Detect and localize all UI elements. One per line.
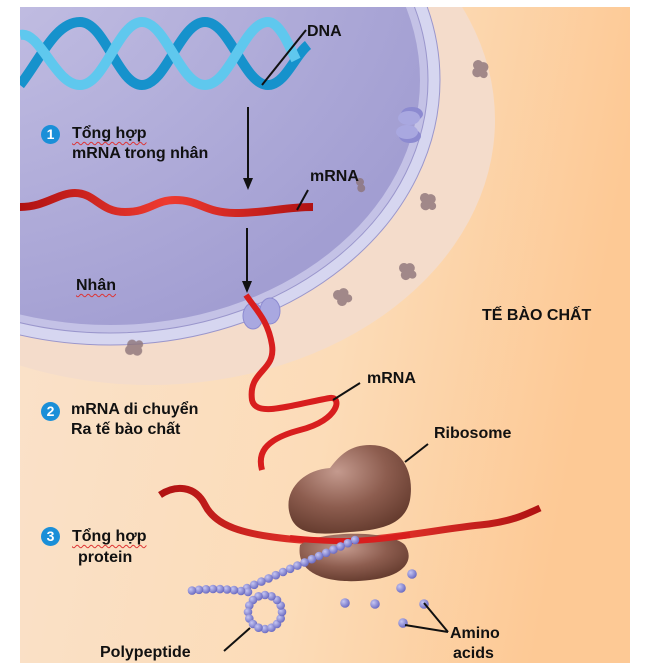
nuclear-pore-top bbox=[396, 107, 423, 143]
amino-acid-bead bbox=[208, 584, 218, 594]
amino-acid-bead bbox=[194, 585, 204, 595]
nucleus bbox=[20, 7, 420, 325]
step-1-badge: 1 bbox=[41, 125, 60, 144]
amino-acid-bead bbox=[264, 574, 273, 583]
amino-acid-bead bbox=[276, 614, 286, 623]
free-amino-acid bbox=[407, 569, 417, 579]
amino-acid-bead bbox=[314, 551, 324, 561]
step-3-line1-text: Tổng hợp bbox=[72, 528, 147, 545]
amino-acid-bead bbox=[278, 567, 288, 577]
label-dna: DNA bbox=[307, 23, 342, 40]
free-amino-acid bbox=[396, 583, 406, 593]
step-2-line2: Ra tế bào chất bbox=[71, 421, 181, 438]
label-cytoplasm: TẾ BÀO CHẤT bbox=[482, 307, 592, 324]
amino-acid-bead bbox=[267, 592, 276, 601]
arrow-mrna-to-pore bbox=[242, 228, 252, 293]
step-1-line1-text: Tổng hợp bbox=[72, 125, 147, 142]
amino-acid-bead bbox=[277, 607, 287, 617]
ribosome bbox=[288, 445, 411, 582]
dna-helix bbox=[20, 16, 312, 91]
step-3-badge: 3 bbox=[41, 527, 60, 546]
amino-acid-bead bbox=[300, 558, 309, 567]
amino-acid-bead bbox=[336, 542, 345, 551]
label-nucleus-text: Nhân bbox=[76, 277, 116, 294]
amino-acid-bead bbox=[187, 586, 197, 595]
polypeptide-chain bbox=[187, 535, 360, 634]
amino-acid-bead bbox=[271, 570, 281, 580]
free-amino-acid bbox=[340, 598, 350, 608]
amino-acid-bead bbox=[307, 554, 317, 564]
arrow-dna-to-mrna bbox=[243, 107, 253, 190]
amino-acid-bead bbox=[350, 535, 360, 545]
step-3-line1: Tổng hợp bbox=[72, 527, 146, 546]
amino-acid-bead bbox=[254, 623, 263, 632]
amino-acid-bead bbox=[257, 577, 266, 586]
label-mrna-nucleus: mRNA bbox=[310, 168, 359, 185]
amino-acid-bead bbox=[329, 545, 338, 554]
amino-acid-bead bbox=[285, 564, 295, 574]
amino-acid-bead bbox=[222, 585, 232, 594]
step-2-line1: mRNA di chuyển bbox=[71, 401, 199, 418]
amino-acid-bead bbox=[243, 587, 253, 597]
label-mrna-cytoplasm: mRNA bbox=[367, 370, 416, 387]
amino-acid-bead bbox=[245, 601, 254, 610]
amino-acid-bead bbox=[201, 585, 211, 594]
amino-acid-bead bbox=[321, 548, 331, 558]
label-amino-acids-line1: Amino bbox=[450, 625, 500, 642]
free-amino-acid bbox=[398, 618, 408, 628]
label-nucleus: Nhân bbox=[76, 276, 116, 295]
step-2-badge: 2 bbox=[41, 402, 60, 421]
mrna-strand-nucleus bbox=[20, 188, 314, 218]
amino-acid-bead bbox=[243, 607, 253, 617]
er-granules bbox=[125, 60, 489, 356]
step-1-line1: Tổng hợp bbox=[72, 124, 146, 143]
leader-lines bbox=[223, 29, 449, 652]
label-polypeptide: Polypeptide bbox=[100, 644, 191, 661]
amino-acid-bead bbox=[293, 561, 302, 570]
label-ribosome: Ribosome bbox=[434, 425, 512, 442]
amino-acid-bead bbox=[260, 590, 270, 600]
amino-acid-bead bbox=[215, 584, 225, 594]
free-amino-acid bbox=[370, 599, 380, 609]
label-amino-acids-line2: acids bbox=[453, 645, 494, 662]
mrna-strand-exiting bbox=[243, 293, 340, 471]
amino-acid-bead bbox=[249, 580, 259, 590]
amino-acid-bead bbox=[229, 585, 239, 595]
amino-acid-bead bbox=[236, 586, 246, 596]
amino-acid-bead bbox=[260, 624, 270, 634]
step-1-line2: mRNA trong nhân bbox=[72, 145, 209, 162]
amino-acid-bead bbox=[343, 538, 353, 548]
step-3-line2: protein bbox=[78, 549, 133, 566]
